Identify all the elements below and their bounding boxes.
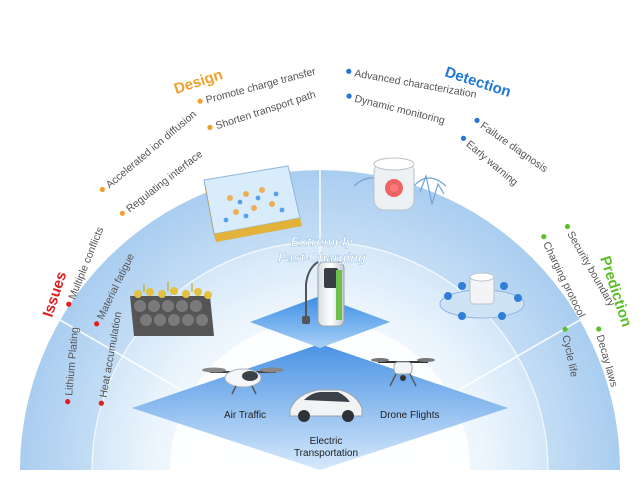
battery-cell-icon <box>203 165 302 242</box>
drone-flights-label: Drone Flights <box>380 410 439 421</box>
drone-icon <box>371 358 435 387</box>
air-traffic-label: Air Traffic <box>224 410 266 421</box>
center-title-line1: Extremely <box>291 234 354 249</box>
charging-station-icon <box>302 261 345 327</box>
electrode-particles-icon <box>130 282 214 336</box>
battery-system-icon <box>439 272 525 320</box>
battery-sensor-icon <box>353 157 447 211</box>
evtol-aircraft-icon <box>202 367 284 395</box>
electric-transportation-label-line2: Transportation <box>294 448 358 459</box>
issues-bullet: Lithium Plating <box>63 326 81 396</box>
center-title-line2: Fast-Charging <box>278 250 366 265</box>
electric-car-icon <box>289 389 363 422</box>
arc-outlines <box>91 241 549 471</box>
detection-bullet: Dynamic monitoring <box>353 93 446 127</box>
design-bullet: Accelerated ion diffusion <box>104 108 199 191</box>
electric-transportation-label-line1: Electric <box>310 436 343 447</box>
